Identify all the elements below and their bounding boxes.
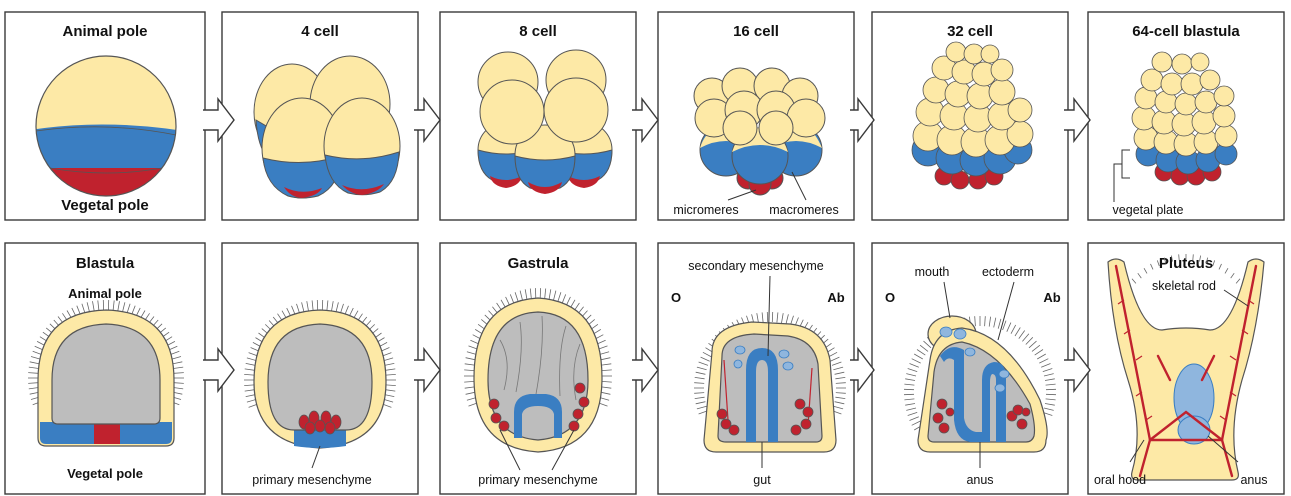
cilium	[1179, 254, 1180, 260]
stage-title: 8 cell	[519, 23, 557, 40]
oral-side-label: O	[671, 290, 681, 305]
gut-label: gut	[753, 473, 771, 487]
macromeres-label: macromeres	[769, 203, 838, 217]
aboral-side-label: Ab	[1043, 290, 1060, 305]
animal-pole-label: Animal pole	[68, 286, 142, 301]
oral-hood-label: oral hood	[1094, 473, 1146, 487]
four-cell-illustration	[254, 56, 400, 198]
mouth-label: mouth	[915, 265, 950, 279]
oral-side-label: O	[885, 290, 895, 305]
vegetal-plate-label: vegetal plate	[1113, 203, 1184, 217]
aboral-side-label: Ab	[827, 290, 844, 305]
anus-label: anus	[966, 473, 993, 487]
animal-pole-label: Animal pole	[62, 23, 147, 40]
primary-mesenchyme-label: primary mesenchyme	[478, 473, 598, 487]
vegetal-pole-label: Vegetal pole	[61, 197, 149, 214]
stage-title: 16 cell	[733, 23, 779, 40]
skeletal-rod-label: skeletal rod	[1152, 279, 1216, 293]
anus-label: anus	[1240, 473, 1267, 487]
vegetal-pole-label: Vegetal pole	[67, 466, 143, 481]
micromeres-label: micromeres	[673, 203, 738, 217]
cilium	[1193, 254, 1194, 260]
secondary-mesenchyme-label: secondary mesenchyme	[688, 259, 824, 273]
ectoderm-label: ectoderm	[982, 265, 1034, 279]
stage-title: Gastrula	[508, 255, 570, 272]
primary-mesenchyme-label: primary mesenchyme	[252, 473, 372, 487]
stage-title: 64-cell blastula	[1132, 23, 1240, 40]
stage-title: Blastula	[76, 255, 135, 272]
stage-title: 4 cell	[301, 23, 339, 40]
panel-frames	[5, 12, 1284, 494]
stage-title: 32 cell	[947, 23, 993, 40]
